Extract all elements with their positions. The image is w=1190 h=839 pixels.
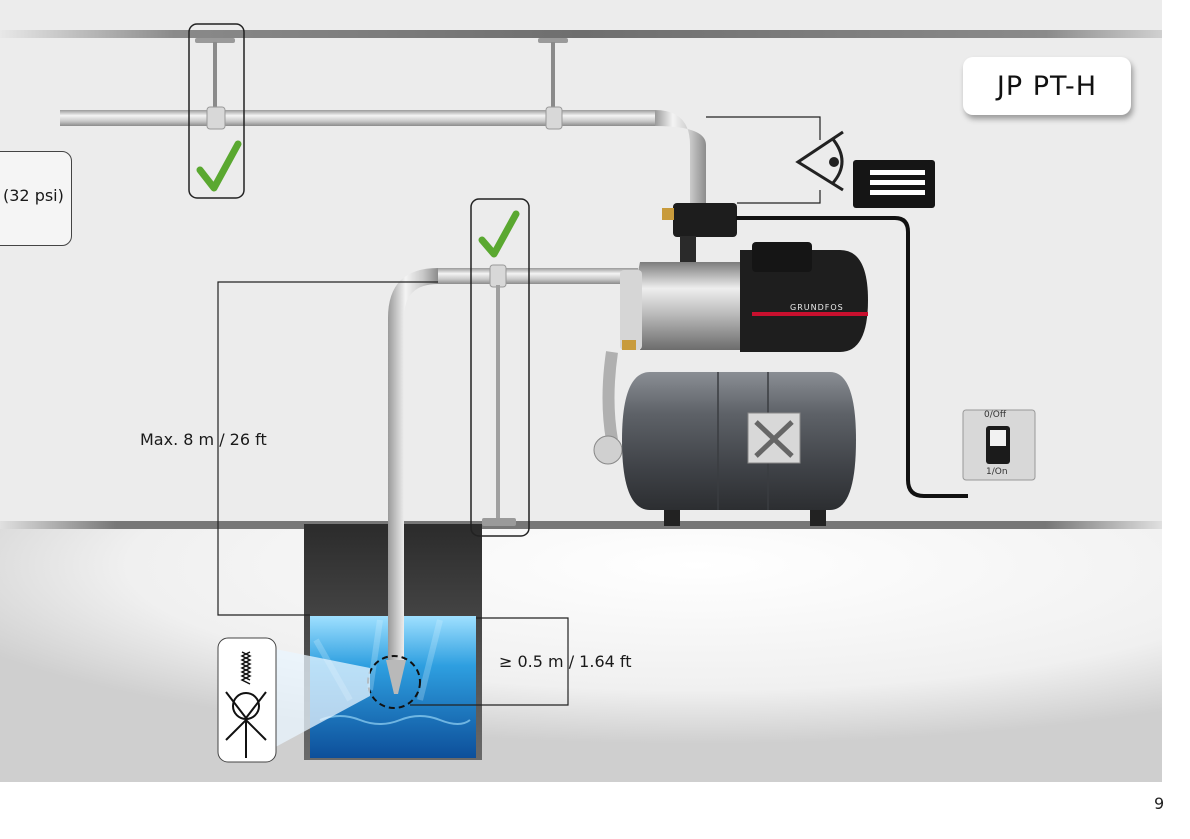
switch-off-label: 0/Off [984, 410, 1007, 420]
suction-height-dimension [217, 281, 438, 616]
check-icon [196, 140, 242, 192]
hanger-bracket-2 [538, 38, 568, 43]
pipe-clamp-2 [545, 106, 563, 130]
eye-icon [795, 130, 844, 192]
switch-on-label: 1/On [986, 467, 1008, 477]
spring-icon [240, 651, 252, 685]
min-immersion-depth-label: ≥ 0.5 m / 1.64 ft [499, 652, 632, 671]
check-icon [478, 210, 520, 258]
foot-valve [386, 660, 406, 694]
suction-pipe-vertical [388, 268, 438, 660]
tank-foot-left [664, 510, 680, 526]
immersion-depth-dimension [410, 617, 569, 706]
floor-line [0, 521, 1162, 529]
pump-brand-text: GRUNDFOS [790, 303, 844, 312]
hanger-rod-2 [551, 42, 555, 112]
foot-valve-callout [270, 648, 370, 750]
tank-foot-right [810, 510, 826, 526]
discharge-pipe [60, 110, 655, 126]
pressure-tank [622, 372, 856, 510]
floor-support-rod [496, 285, 500, 521]
power-cable [736, 216, 968, 498]
pipe-clamp-1 [206, 106, 226, 130]
grundfos-logo-icon [754, 420, 794, 458]
priming-plug [622, 340, 636, 350]
pipe-clamp-3 [489, 264, 507, 288]
pump-motor [740, 250, 868, 352]
ground [0, 527, 1162, 782]
pressure-switch-connector [662, 208, 674, 220]
hose-fitting [593, 435, 623, 465]
floor-support-base [482, 518, 516, 526]
pressure-note: (32 psi) [3, 186, 64, 205]
hanger-bracket-1 [195, 38, 235, 43]
correct-hanger-frame [188, 23, 245, 199]
discharge-elbow [655, 110, 706, 208]
correct-support-frame [470, 198, 530, 537]
pressure-switch [673, 203, 737, 237]
terminal-box [752, 242, 812, 272]
model-label: JP PT-H [963, 57, 1131, 115]
switch-fitting [680, 236, 696, 270]
nameplate-leader [706, 116, 821, 140]
hanger-rod-1 [213, 42, 217, 112]
suction-pipe-horizontal [438, 268, 638, 284]
max-suction-height-label: Max. 8 m / 26 ft [140, 430, 267, 449]
water-caustics [319, 715, 471, 725]
page-number: 9 [1154, 794, 1165, 813]
flexible-hose [602, 351, 618, 442]
motor-accent-stripe [752, 312, 868, 316]
pump-housing [635, 262, 748, 350]
pump-inlet-flange [620, 270, 642, 350]
pressure-note-box [0, 151, 72, 246]
ceiling [0, 30, 1162, 38]
